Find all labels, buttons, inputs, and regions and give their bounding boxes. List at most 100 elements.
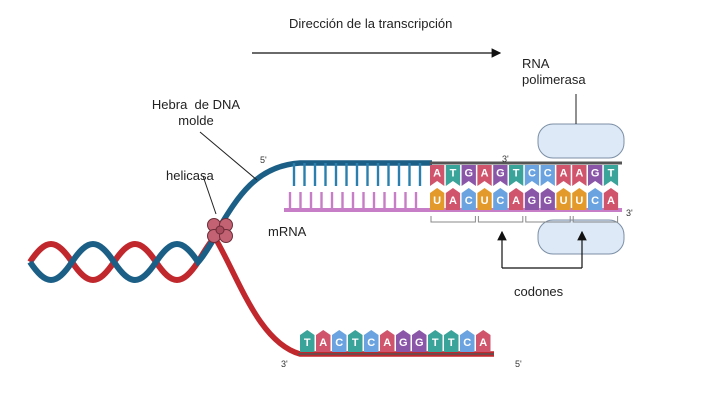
mrna-base-tile bbox=[556, 188, 571, 210]
transcription-direction-label: Dirección de la transcripción bbox=[289, 16, 453, 31]
coding-base-tile bbox=[460, 330, 475, 352]
template-base-letter: G bbox=[591, 168, 600, 180]
template-base-letter: C bbox=[528, 168, 536, 180]
helicase-label: helicasa bbox=[166, 168, 214, 183]
coding-base-letter: C bbox=[463, 337, 471, 349]
mrna-base-tile bbox=[461, 188, 476, 210]
codon-bracket bbox=[572, 216, 619, 223]
mrna-ticks bbox=[288, 192, 418, 210]
template-base-tile bbox=[509, 165, 524, 186]
mrna-base-letter: C bbox=[465, 195, 473, 207]
template-3-prime-label: 3' bbox=[502, 154, 509, 164]
template-base-letter: A bbox=[433, 168, 441, 180]
codon-arrows bbox=[497, 230, 587, 269]
coding-base-letter: C bbox=[367, 337, 375, 349]
mrna-base-tile bbox=[540, 188, 555, 210]
coding-base-letter: A bbox=[383, 337, 391, 349]
mrna-base-letter: U bbox=[481, 195, 489, 207]
codon-bracket bbox=[430, 216, 476, 223]
template-base-letter: T bbox=[513, 168, 520, 180]
mrna-base-tile bbox=[430, 188, 445, 210]
template-base-tile bbox=[430, 165, 445, 186]
rna-polymerase-label-line2: polimerasa bbox=[522, 72, 586, 87]
coding-base-letter: C bbox=[335, 337, 343, 349]
template-base-letter: A bbox=[481, 168, 489, 180]
coding-base-tile bbox=[396, 330, 411, 352]
template-strand-label-line1: Hebra de DNA bbox=[151, 97, 241, 112]
mrna-base-letter: A bbox=[607, 195, 615, 207]
mrna-base-letter: A bbox=[449, 195, 457, 207]
mrna-base-letter: G bbox=[528, 195, 537, 207]
template-5-prime-label: 5' bbox=[260, 155, 267, 165]
mrna-base-tile bbox=[524, 188, 540, 210]
rna-polymerase-label-line1: RNA bbox=[522, 56, 550, 71]
template-base-tile bbox=[540, 165, 555, 186]
template-strand-ticks bbox=[292, 163, 422, 186]
mrna-base-tile bbox=[572, 188, 587, 210]
template-base-tile bbox=[445, 165, 461, 186]
template-strand-label-line2: molde bbox=[178, 113, 214, 128]
template-base-letter: G bbox=[496, 168, 505, 180]
template-base-letter: T bbox=[450, 168, 457, 180]
coding-base-letter: G bbox=[415, 337, 424, 349]
coding-3-prime-label: 3' bbox=[281, 359, 288, 369]
mrna-base-letter: C bbox=[591, 195, 599, 207]
mrna-base-letter: U bbox=[575, 195, 583, 207]
template-base-letter: G bbox=[464, 168, 473, 180]
mrna-base-letter: G bbox=[543, 195, 552, 207]
template-base-tile bbox=[556, 165, 571, 186]
coding-base-tile bbox=[476, 330, 491, 352]
coding-base-tile bbox=[332, 330, 347, 352]
coding-base-letter: T bbox=[304, 337, 311, 349]
template-base-tile bbox=[524, 165, 540, 186]
template-base-tile bbox=[477, 165, 492, 186]
coding-base-tile bbox=[412, 330, 427, 352]
mrna-base-tile bbox=[445, 188, 461, 210]
coding-base-tile bbox=[316, 330, 331, 352]
codons-label: codones bbox=[514, 284, 564, 299]
template-base-letter: A bbox=[575, 168, 583, 180]
coding-base-tile bbox=[444, 330, 459, 352]
mrna-base-tile bbox=[493, 188, 508, 210]
coding-base-letter: A bbox=[319, 337, 327, 349]
template-base-letter: T bbox=[608, 168, 615, 180]
template-base-tile bbox=[588, 165, 603, 186]
mrna-3-prime-label: 3' bbox=[626, 208, 633, 218]
coding-base-tile bbox=[348, 330, 363, 352]
coding-base-letter: T bbox=[352, 337, 359, 349]
mrna-base-tile bbox=[509, 188, 524, 210]
helicase bbox=[207, 218, 233, 243]
template-strand-pointer bbox=[199, 131, 258, 181]
template-base-tile bbox=[461, 165, 476, 186]
mrna-base-letter: A bbox=[512, 195, 520, 207]
coding-5-prime-label: 5' bbox=[515, 359, 522, 369]
coding-base-letter: G bbox=[399, 337, 408, 349]
template-base-tile bbox=[493, 165, 508, 186]
coding-base-tile bbox=[380, 330, 395, 352]
mrna-label: mRNA bbox=[268, 224, 307, 239]
mrna-base-letter: C bbox=[496, 195, 504, 207]
coding-strand bbox=[211, 234, 494, 357]
coding-base-letter: T bbox=[448, 337, 455, 349]
mrna-base-letter: U bbox=[433, 195, 441, 207]
codon-brackets bbox=[430, 216, 619, 223]
template-base-tile bbox=[572, 165, 587, 186]
mrna-base-tile bbox=[588, 188, 603, 210]
codon-bracket bbox=[477, 216, 524, 223]
helicase-pointer bbox=[202, 175, 217, 215]
coding-base-letter: A bbox=[479, 337, 487, 349]
coding-base-letter: T bbox=[432, 337, 439, 349]
template-base-letter: A bbox=[560, 168, 568, 180]
codon-bracket bbox=[525, 216, 571, 223]
mrna-base-tile bbox=[477, 188, 492, 210]
mrna-base-letter: U bbox=[560, 195, 568, 207]
mrna-base-tile bbox=[603, 188, 619, 210]
coding-base-tile bbox=[300, 330, 315, 352]
template-base-tile bbox=[603, 165, 619, 186]
coding-base-tile bbox=[428, 330, 443, 352]
template-strand-helix bbox=[27, 234, 219, 283]
